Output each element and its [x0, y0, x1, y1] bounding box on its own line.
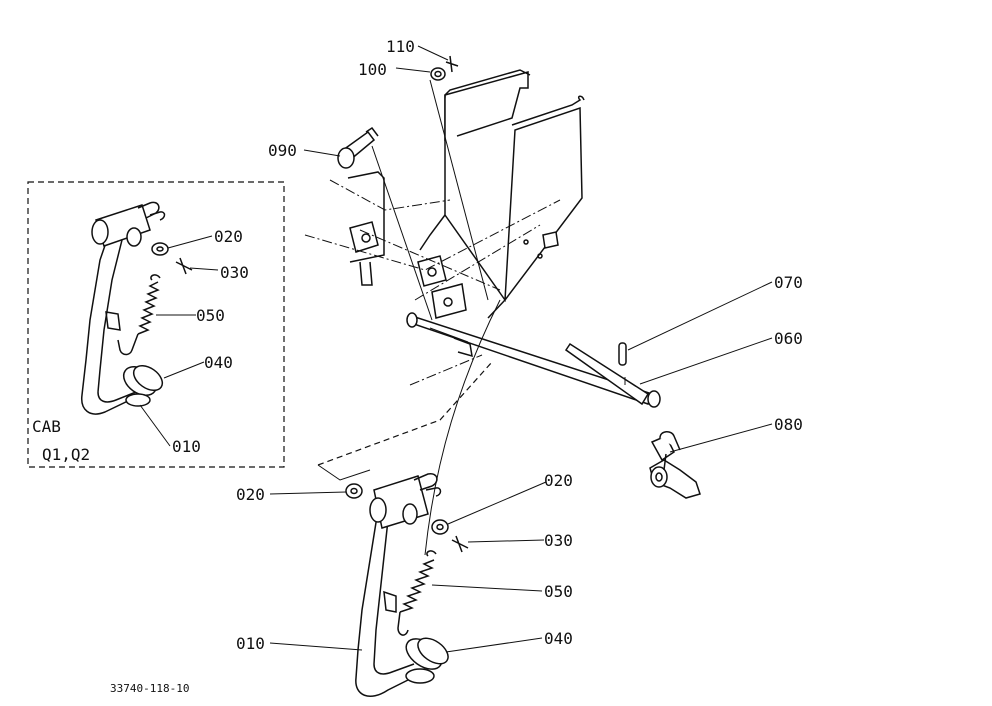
inset-pedal [81, 201, 166, 415]
inset-callout-030: 030 [220, 263, 249, 282]
inset-models: Q1,Q2 [42, 445, 90, 464]
main-washer-right [431, 519, 449, 535]
spring-pin [618, 342, 627, 366]
main-cotter-pin [451, 535, 469, 553]
inset-callout-020: 020 [214, 227, 243, 246]
callout-020-right: 020 [544, 471, 573, 490]
inset-cotter-pin [175, 257, 193, 275]
inset-callout-050: 050 [196, 306, 225, 325]
leader-lines [269, 45, 773, 653]
nut-and-cotter [429, 55, 489, 301]
callout-110: 110 [386, 37, 415, 56]
inset-border [27, 181, 285, 468]
inset-callout-040: 040 [204, 353, 233, 372]
callout-010: 010 [236, 634, 265, 653]
pedal-bracket [304, 69, 585, 386]
inset-spring [117, 274, 161, 356]
callout-090: 090 [268, 141, 297, 160]
callout-030: 030 [544, 531, 573, 550]
main-pedal [317, 299, 501, 697]
drawing-number: 33740-118-10 [110, 682, 189, 695]
callout-labels: 110 100 090 070 060 080 020 020 030 050 … [236, 37, 803, 653]
callout-040: 040 [544, 629, 573, 648]
pedal-shaft [406, 312, 661, 408]
callout-020-left: 020 [236, 485, 265, 504]
callout-070: 070 [774, 273, 803, 292]
inset-title: CAB [32, 417, 61, 436]
callout-080: 080 [774, 415, 803, 434]
inset-washer [151, 242, 169, 256]
main-washer-left [345, 483, 363, 499]
shaft-arm [649, 431, 701, 499]
callout-050: 050 [544, 582, 573, 601]
inset-callout-010: 010 [172, 437, 201, 456]
cab-inset: 020 030 050 040 010 CAB Q1,Q2 [27, 181, 285, 468]
callout-100: 100 [358, 60, 387, 79]
callout-060: 060 [774, 329, 803, 348]
bolt [337, 126, 433, 321]
